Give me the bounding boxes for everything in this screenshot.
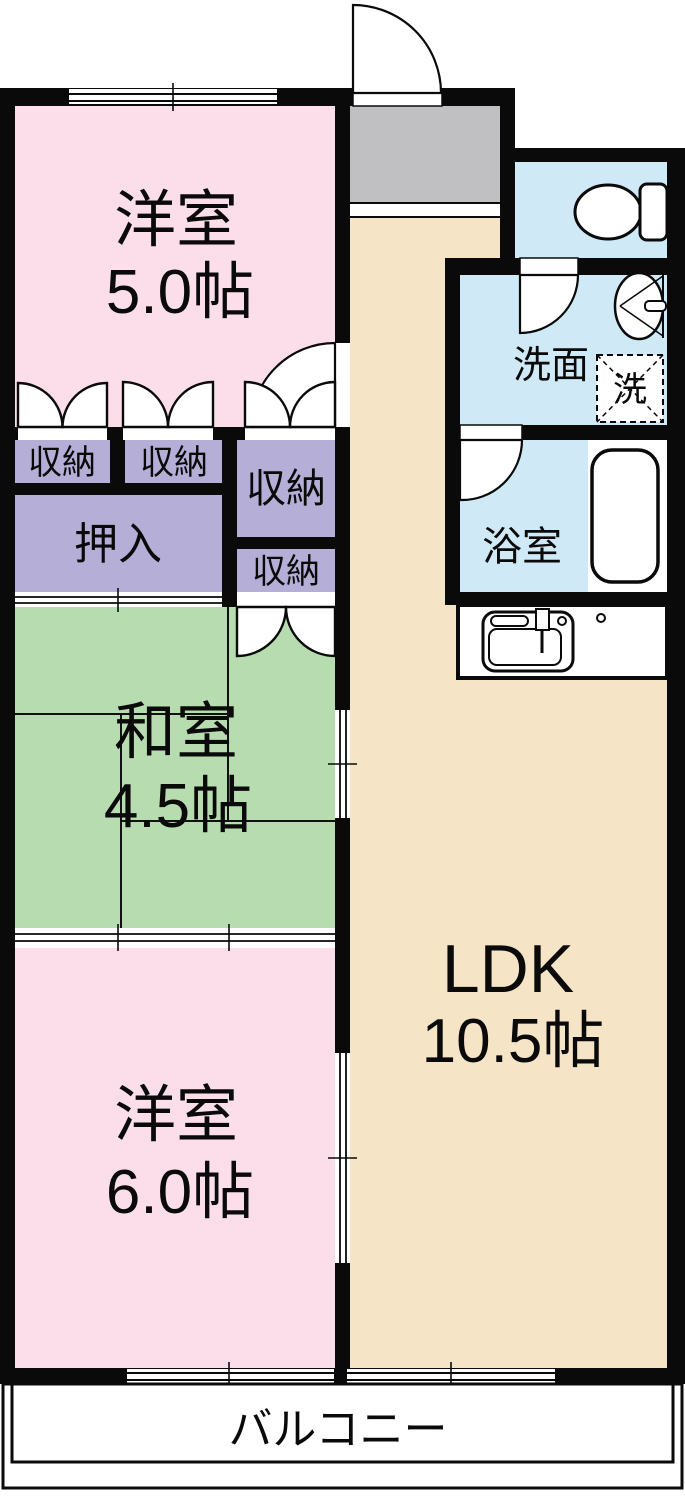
bathroom-door-sill (459, 424, 523, 441)
wall-bathroom-bottom (445, 592, 667, 605)
closet-oshiire-floor (15, 495, 222, 592)
wall-storage34-divider (237, 537, 335, 549)
label-western1-size: 5.0帖 (106, 258, 254, 327)
entry-genkan-floor (350, 106, 500, 203)
label-storage1: 収納 (28, 444, 96, 482)
washing-machine-icon (596, 354, 664, 423)
closet-sill-1 (18, 427, 107, 440)
western1-door-opening (335, 343, 350, 427)
room-fills (15, 106, 667, 1368)
storage3-floor (237, 440, 335, 537)
storage1-floor (15, 440, 110, 483)
storage4-floor (237, 549, 335, 592)
balcony (1, 1382, 684, 1490)
faucet-icon (535, 608, 550, 631)
washroom-door-swing (518, 273, 580, 335)
storage2-floor (125, 440, 223, 483)
wall-entry-right (500, 88, 515, 258)
label-washing-machine: 洗 (613, 371, 647, 409)
fixtures (456, 182, 669, 680)
label-japanese-size: 4.5帖 (104, 772, 252, 841)
toilet-bowl-icon (573, 183, 643, 241)
label-balcony: バルコニー (228, 1405, 447, 1454)
label-ldk-name: LDK (442, 931, 574, 1007)
closet-sill-3 (245, 427, 335, 440)
washroom-door-sill (519, 257, 579, 276)
wall-oshiire-top (15, 483, 222, 495)
kitchen-counter (456, 603, 669, 680)
label-storage4: 収納 (252, 553, 320, 591)
label-western2-size: 6.0帖 (106, 1158, 254, 1227)
label-storage2: 収納 (140, 444, 208, 482)
closet-sill-2 (123, 427, 213, 440)
room-western2-floor (15, 948, 335, 1368)
label-bathroom: 浴室 (482, 525, 562, 569)
room-japanese-floor (15, 607, 335, 928)
wall-toilet-top (515, 148, 685, 162)
label-storage3: 収納 (246, 467, 326, 511)
wall-right (667, 148, 685, 1384)
wall-storage-divider1 (110, 440, 125, 483)
label-western2-name: 洋室 (114, 1081, 238, 1150)
hallway-floor (350, 258, 445, 605)
storage4-sill (237, 592, 335, 607)
label-japanese-name: 和室 (114, 698, 238, 767)
japanese-western2-slider (15, 928, 335, 948)
room-labels: 洋室 5.0帖 収納 収納 収納 押入 収納 和室 4.5帖 洋室 6.0帖 L… (28, 186, 647, 1454)
balcony-inner (10, 1382, 675, 1464)
bifold-doors (16, 380, 337, 658)
tatami-lines (15, 607, 335, 928)
hallway-floor-upper (350, 217, 500, 258)
label-ldk-size: 10.5帖 (422, 1007, 605, 1076)
openings (15, 83, 579, 1392)
vanity-sink-icon (613, 271, 667, 341)
label-western1-name: 洋室 (114, 186, 238, 255)
wall-stub (222, 592, 237, 607)
label-washroom: 洗面 (513, 345, 589, 387)
bathroom-door-swing (458, 438, 524, 502)
wall-left (0, 88, 15, 1384)
entrance-door-swing (351, 3, 443, 95)
room-ldk-floor (350, 605, 667, 1368)
label-oshiire: 押入 (74, 520, 162, 569)
toilet-tank-icon (638, 182, 669, 242)
bathtub-icon (590, 448, 660, 584)
wall-storage-divider2 (222, 427, 237, 607)
wall-bottom (0, 1368, 685, 1384)
